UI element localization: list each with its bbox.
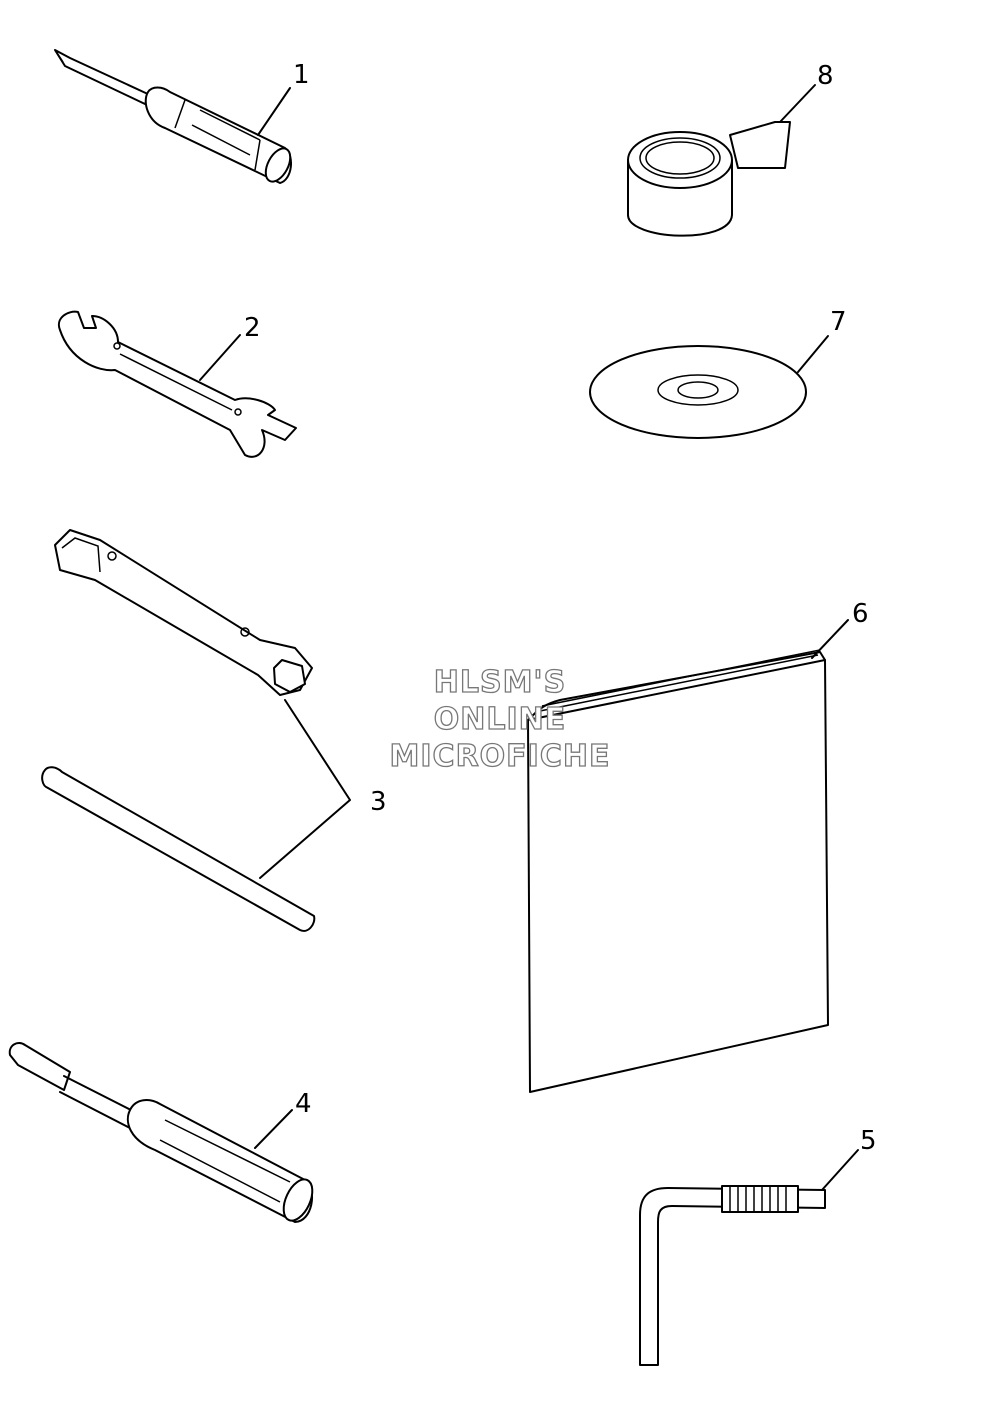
callout-5: 5	[860, 1126, 877, 1156]
leader-line-1	[257, 87, 291, 136]
watermark-line-1: HLSM'S	[434, 665, 566, 700]
callout-2: 2	[244, 313, 261, 343]
screwdriver-icon	[54, 49, 292, 184]
hex-key-icon	[639, 1185, 826, 1366]
callout-6: 6	[852, 599, 869, 629]
leader-line-4	[254, 1109, 293, 1149]
tape-roll-icon	[627, 121, 791, 237]
leader-line-5	[821, 1149, 859, 1191]
screwdriver-handle-icon	[8, 1042, 314, 1223]
leader-line-3	[259, 699, 351, 879]
callout-7: 7	[830, 307, 847, 337]
manual-booklet-icon	[527, 649, 829, 1093]
open-end-wrench-icon	[57, 310, 297, 458]
watermark: HLSM'S ONLINE MICROFICHE	[389, 664, 611, 774]
disc-icon	[589, 345, 807, 439]
callout-3: 3	[370, 787, 387, 817]
callout-1: 1	[293, 60, 310, 90]
watermark-line-3: MICROFICHE	[390, 739, 611, 774]
callout-8: 8	[817, 61, 834, 91]
leader-line-6	[811, 619, 849, 659]
watermark-line-2: ONLINE	[434, 702, 567, 737]
leader-line-2	[199, 334, 241, 381]
box-wrench-with-handle-bar-icon	[41, 529, 316, 932]
callout-4: 4	[295, 1089, 312, 1119]
leader-line-8	[779, 84, 816, 123]
leader-line-7	[797, 335, 829, 373]
